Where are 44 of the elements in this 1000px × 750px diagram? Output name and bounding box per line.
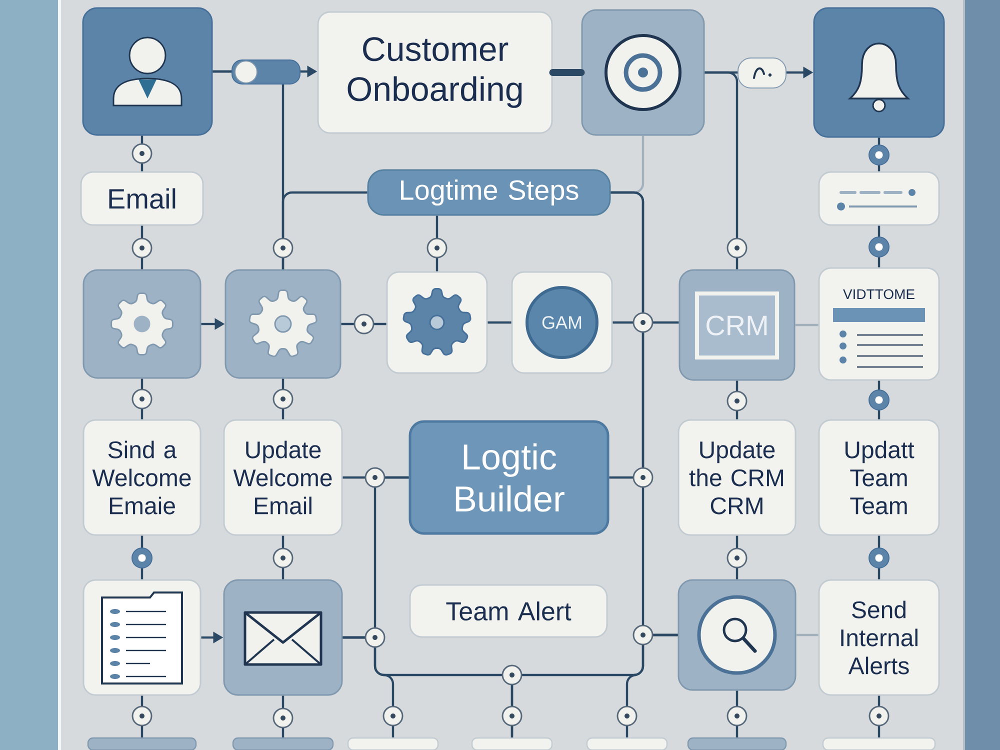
widget-box <box>818 171 940 226</box>
connector <box>612 321 679 324</box>
builder-box: Logtic Builder <box>408 420 610 535</box>
step-card: Sind a Welcome Emaie <box>82 419 202 536</box>
step-card: Update Welcome Email <box>223 419 343 536</box>
partial-tile <box>586 737 668 750</box>
partial-tile <box>822 737 936 750</box>
connector <box>282 378 284 420</box>
step-card: Updatt Team Team <box>818 419 940 536</box>
connector <box>878 536 880 580</box>
partial-tile <box>347 737 439 750</box>
connector <box>140 696 144 738</box>
connector <box>736 380 738 420</box>
connector <box>796 634 818 636</box>
step-card: Send Internal Alerts <box>818 579 940 696</box>
connector <box>282 536 284 580</box>
label-box: Team Alert <box>409 584 608 638</box>
connector <box>795 324 818 326</box>
connector <box>878 696 880 738</box>
partial-tile <box>687 737 787 750</box>
connector <box>282 696 284 738</box>
connector <box>736 536 738 580</box>
connector <box>626 634 678 738</box>
connector <box>549 69 585 76</box>
connector <box>140 378 144 420</box>
connector <box>704 71 738 270</box>
connector <box>488 321 512 324</box>
connector <box>140 226 144 270</box>
partial-tile <box>471 737 553 750</box>
label-box: Email <box>80 171 204 226</box>
connector <box>878 138 880 172</box>
partial-tile <box>87 737 197 750</box>
connector <box>878 226 880 268</box>
screen-box: CRM <box>695 292 779 360</box>
connector <box>282 191 368 270</box>
connector <box>341 322 386 326</box>
connector <box>140 536 144 580</box>
connector <box>878 380 880 420</box>
connector <box>436 216 438 272</box>
partial-tile <box>232 737 334 750</box>
step-card: Update the CRM CRM <box>678 419 796 536</box>
connector <box>140 136 144 172</box>
section-pill: Logtime Steps <box>367 169 611 216</box>
title-box: Customer Onboarding <box>317 11 553 134</box>
